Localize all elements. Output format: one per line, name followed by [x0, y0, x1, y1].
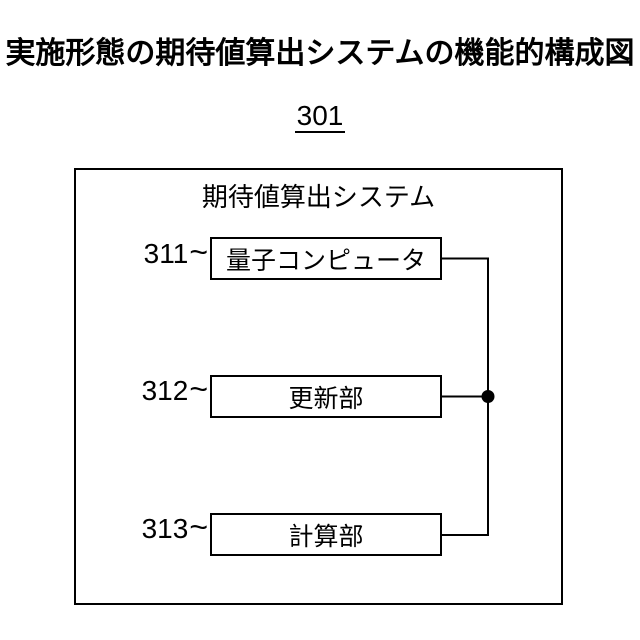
- tilde-connector-312: ~: [189, 371, 208, 407]
- system-label: 期待値算出システム: [201, 182, 436, 212]
- component-box-quantum-computer: 量子コンピュータ: [210, 237, 442, 280]
- figure-reference-number: 301: [294, 100, 346, 133]
- component-box-calculation-unit: 計算部: [210, 513, 442, 556]
- tilde-connector-311: ~: [189, 234, 208, 270]
- system-boundary-box: 期待値算出システム: [74, 168, 563, 605]
- component-label-quantum-computer: 量子コンピュータ: [225, 246, 426, 275]
- component-label-update-unit: 更新部: [288, 384, 364, 413]
- component-label-calculation-unit: 計算部: [288, 522, 364, 551]
- component-box-update-unit: 更新部: [210, 375, 442, 418]
- figure-title: 実施形態の期待値算出システムの機能的構成図: [5, 37, 635, 70]
- tilde-connector-313: ~: [189, 509, 208, 545]
- ref-label-312: 312~: [80, 371, 208, 407]
- ref-number-311: 311: [143, 238, 189, 269]
- ref-number-313: 313: [141, 513, 189, 544]
- ref-label-311: 311~: [80, 234, 208, 270]
- figure-reference-wrap: 301: [0, 102, 640, 133]
- ref-number-312: 312: [141, 375, 189, 406]
- ref-label-313: 313~: [80, 509, 208, 545]
